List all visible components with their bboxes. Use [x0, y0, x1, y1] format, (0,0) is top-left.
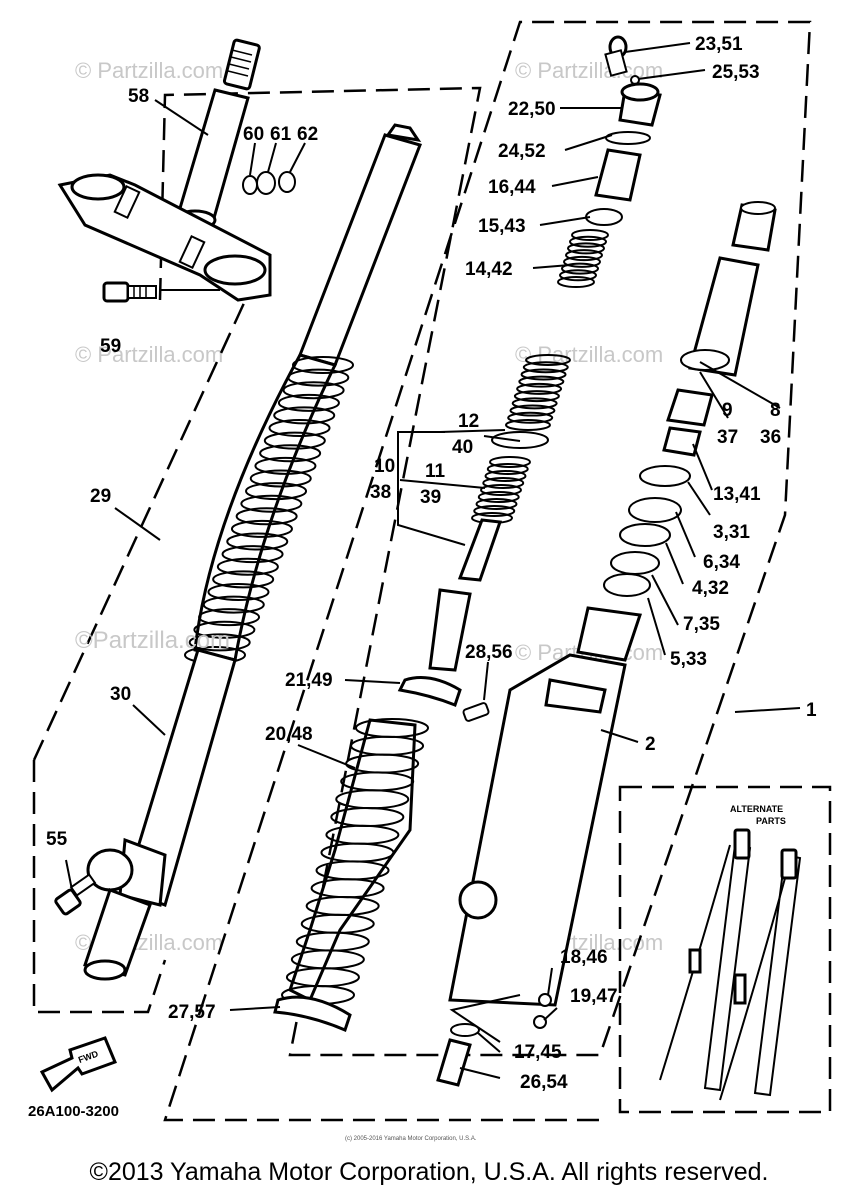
callout-1: 1 [806, 700, 817, 721]
alternate-parts-label: ALTERNATE [730, 804, 783, 814]
alternate-parts-inset [659, 828, 802, 1101]
callout-59: 59 [100, 336, 121, 357]
callout-3-31: 3,31 [713, 522, 750, 543]
callout-7-35: 7,35 [683, 614, 720, 635]
callout-25-53: 25,53 [712, 62, 760, 83]
callout-11: 11 [425, 461, 446, 482]
callout-29: 29 [90, 486, 111, 507]
callout-60: 60 [243, 124, 264, 145]
callout-10: 10 [374, 456, 395, 477]
callout-17-45: 17,45 [514, 1042, 562, 1063]
callout-15-43: 15,43 [478, 216, 526, 237]
fine-print: (c) 2005-2016 Yamaha Motor Corporation, … [345, 1136, 477, 1142]
group-outlines [32, 20, 832, 1122]
leader-lines [65, 42, 801, 1079]
callout-26-54: 26,54 [520, 1072, 568, 1093]
copyright-notice: ©2013 Yamaha Motor Corporation, U.S.A. A… [89, 1158, 769, 1186]
watermark: © Partzilla.com [75, 58, 223, 83]
callout-5-33: 5,33 [670, 649, 707, 670]
callout-20-48: 20,48 [265, 724, 313, 745]
triple-clamp [57, 173, 272, 302]
callout-12: 12 [458, 411, 479, 432]
callout-9: 9 [722, 400, 733, 421]
callout-21-49: 21,49 [285, 670, 333, 691]
callout-24-52: 24,52 [498, 141, 546, 162]
callout-18-46: 18,46 [560, 947, 608, 968]
watermark: © Partzilla.com [75, 342, 223, 367]
callout-58: 58 [128, 86, 149, 107]
callout-labels: 23,51 25,53 22,50 24,52 16,44 15,43 14,4… [46, 34, 817, 1093]
callout-39: 39 [420, 487, 441, 508]
callout-30: 30 [110, 684, 131, 705]
callout-37: 37 [717, 427, 738, 448]
right-column [436, 201, 777, 1087]
callout-40: 40 [452, 437, 473, 458]
callout-36: 36 [760, 427, 781, 448]
middle-column [273, 35, 662, 1033]
callout-14-42: 14,42 [465, 259, 513, 280]
callout-38: 38 [370, 482, 391, 503]
callout-6-34: 6,34 [703, 552, 740, 573]
callout-2: 2 [645, 734, 656, 755]
watermark-large: ©Partzilla.com [75, 627, 230, 654]
washers-60-62 [242, 171, 296, 195]
callout-62: 62 [297, 124, 318, 145]
bolt-59 [102, 281, 157, 303]
callout-4-32: 4,32 [692, 578, 729, 599]
diagram-code: 26A100-3200 [28, 1103, 119, 1120]
fwd-arrow: FWD [39, 1036, 117, 1093]
callout-8: 8 [770, 400, 781, 421]
callout-55: 55 [46, 829, 68, 850]
callout-61: 61 [270, 124, 292, 145]
alternate-parts-label-2: PARTS [756, 816, 786, 826]
callout-28-56: 28,56 [465, 642, 513, 663]
bolt-55 [54, 873, 97, 916]
callout-13-41: 13,41 [713, 484, 761, 505]
left-fork-assembly [83, 123, 422, 981]
callout-22-50: 22,50 [508, 99, 556, 120]
callout-23-51: 23,51 [695, 34, 743, 55]
callout-16-44: 16,44 [488, 177, 536, 198]
callout-27-57: 27,57 [168, 1002, 216, 1023]
callout-19-47: 19,47 [570, 986, 618, 1007]
